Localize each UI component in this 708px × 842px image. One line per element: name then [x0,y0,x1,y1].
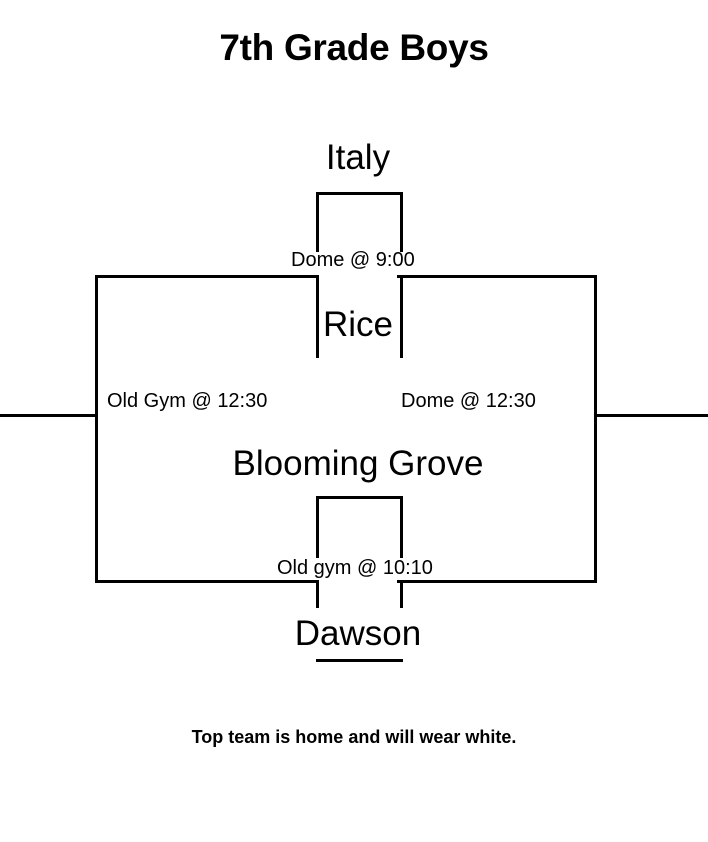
page-title: 7th Grade Boys [219,27,489,68]
blooming-grove-bracket-top-line [316,496,403,499]
italy-bracket-top-line [316,192,403,195]
match-label-semifinal-upper: Dome @ 9:00 [291,249,415,271]
team-label-blooming-grove: Blooming Grove [232,444,484,483]
team-label-dawson: Dawson [294,614,422,653]
blooming-grove-bracket-left-stem [316,496,319,558]
footer-note: Top team is home and will wear white. [191,727,517,747]
dawson-bracket-left-stem [316,580,319,608]
match-label-final-right: Dome @ 12:30 [401,390,536,412]
team-label-rice: Rice [322,305,394,344]
italy-bracket-right-stem [400,192,403,252]
match-label-semifinal-lower: Old gym @ 10:10 [277,557,433,579]
team-label-italy: Italy [325,138,391,177]
match-label-final-left: Old Gym @ 12:30 [107,390,268,412]
italy-bracket-left-stem [316,192,319,252]
championship-bracket-bottom-left-line [95,580,319,583]
dawson-bracket-right-stem [400,580,403,608]
championship-bracket-left-edge [95,275,98,583]
rice-bracket-left-stem [316,276,319,358]
championship-advance-stub-left [0,414,97,417]
championship-bracket-bottom-right-line [397,580,597,583]
dawson-underline [316,659,403,662]
championship-bracket-top-left-line [95,275,319,278]
championship-bracket-top-right-line [397,275,597,278]
blooming-grove-bracket-right-stem [400,496,403,558]
championship-advance-stub-right [594,414,708,417]
rice-bracket-right-stem [400,276,403,358]
championship-bracket-right-edge [594,275,597,583]
